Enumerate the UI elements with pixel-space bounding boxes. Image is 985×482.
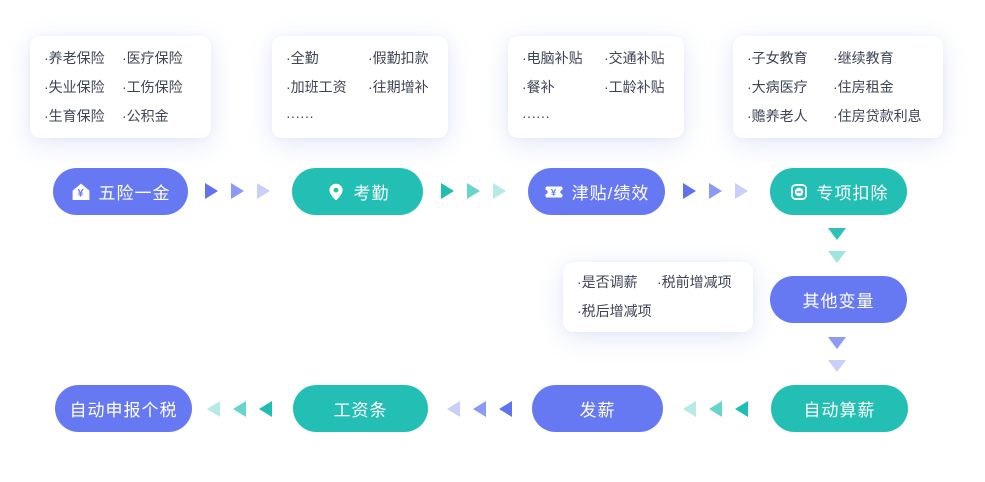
node-label: 自动申报个税 — [69, 401, 178, 420]
card-item: ·往期增补 — [368, 79, 429, 95]
node-special-deduction: 专项扣除 — [770, 168, 907, 215]
svg-text:¥: ¥ — [77, 187, 84, 199]
card-five-insurances-detail: ·养老保险 ·医疗保险 ·失业保险 ·工伤保险 ·生育保险 ·公积金 — [30, 36, 211, 138]
arrow-down-icon — [828, 337, 846, 349]
card-item: ·交通补贴 — [604, 50, 665, 66]
card-item: ·餐补 — [522, 79, 555, 95]
node-label: 工资条 — [333, 401, 388, 420]
card-item: ·住房贷款利息 — [833, 108, 922, 124]
arrow-down-icon — [828, 360, 846, 372]
node-auto-calc: 自动算薪 — [771, 385, 908, 432]
arrow-right-icon — [441, 183, 454, 199]
card-item: ······ — [286, 108, 314, 124]
arrow-left-icon — [207, 401, 220, 417]
arrow-down-icon — [828, 228, 846, 240]
card-item: ·加班工资 — [286, 79, 347, 95]
arrow-left-icon — [233, 401, 246, 417]
card-item: ·税后增减项 — [577, 303, 652, 319]
ticket-yen-icon: ¥ — [543, 182, 564, 202]
location-pin-icon — [326, 182, 346, 202]
card-item: ·住房租金 — [833, 79, 894, 95]
node-label: 其他变量 — [802, 292, 875, 311]
card-item: ·公积金 — [122, 108, 169, 124]
card-item: ·税前增减项 — [657, 274, 732, 290]
node-label: 考勤 — [353, 184, 390, 203]
node-five-insurances: ¥ 五险一金 — [53, 168, 188, 215]
svg-text:¥: ¥ — [550, 187, 556, 198]
arrow-left-icon — [447, 401, 460, 417]
arrow-left-icon — [683, 401, 696, 417]
arrow-left-icon — [735, 401, 748, 417]
card-item: ·医疗保险 — [122, 50, 183, 66]
card-item: ·子女教育 — [747, 50, 808, 66]
arrow-down-icon — [828, 251, 846, 263]
card-item: ·继续教育 — [833, 50, 894, 66]
node-payslip: 工资条 — [293, 385, 428, 432]
node-label: 发薪 — [579, 401, 616, 420]
arrow-left-icon — [473, 401, 486, 417]
arrow-right-icon — [735, 183, 748, 199]
card-item: ·工伤保险 — [122, 79, 183, 95]
card-item: ·赡养老人 — [747, 108, 808, 124]
arrow-right-icon — [257, 183, 270, 199]
card-item: ·全勤 — [286, 50, 319, 66]
node-allowance: ¥ 津贴/绩效 — [528, 168, 665, 215]
arrow-right-icon — [709, 183, 722, 199]
card-item: ·大病医疗 — [747, 79, 808, 95]
card-special-deduction-detail: ·子女教育 ·继续教育 ·大病医疗 ·住房租金 ·赡养老人 ·住房贷款利息 — [733, 36, 943, 138]
node-label: 专项扣除 — [816, 184, 889, 203]
arrow-left-icon — [259, 401, 272, 417]
arrow-left-icon — [499, 401, 512, 417]
node-attendance: 考勤 — [292, 168, 423, 215]
card-item: ······ — [522, 108, 550, 124]
arrow-right-icon — [683, 183, 696, 199]
node-label: 五险一金 — [98, 184, 171, 203]
arrow-right-icon — [493, 183, 506, 199]
house-yen-icon: ¥ — [71, 182, 91, 202]
card-item: ·工龄补贴 — [604, 79, 665, 95]
card-allowance-detail: ·电脑补贴 ·交通补贴 ·餐补 ·工龄补贴 ······ — [508, 36, 684, 138]
card-item: ·是否调薪 — [577, 274, 638, 290]
node-label: 自动算薪 — [803, 401, 876, 420]
card-item: ·电脑补贴 — [522, 50, 583, 66]
card-item: ·假勤扣款 — [368, 50, 429, 66]
arrow-right-icon — [467, 183, 480, 199]
card-attendance-detail: ·全勤 ·假勤扣款 ·加班工资 ·往期增补 ······ — [272, 36, 448, 138]
arrow-right-icon — [205, 183, 218, 199]
node-other-variables: 其他变量 — [770, 276, 907, 323]
card-other-variables-detail: ·是否调薪 ·税前增减项 ·税后增减项 — [563, 262, 753, 332]
minus-square-icon — [789, 182, 809, 202]
card-item: ·养老保险 — [44, 50, 105, 66]
arrow-right-icon — [231, 183, 244, 199]
card-item: ·失业保险 — [44, 79, 105, 95]
arrow-left-icon — [709, 401, 722, 417]
node-label: 津贴/绩效 — [571, 184, 650, 203]
node-pay-salary: 发薪 — [532, 385, 663, 432]
node-auto-tax: 自动申报个税 — [55, 385, 192, 432]
card-item: ·生育保险 — [44, 108, 105, 124]
